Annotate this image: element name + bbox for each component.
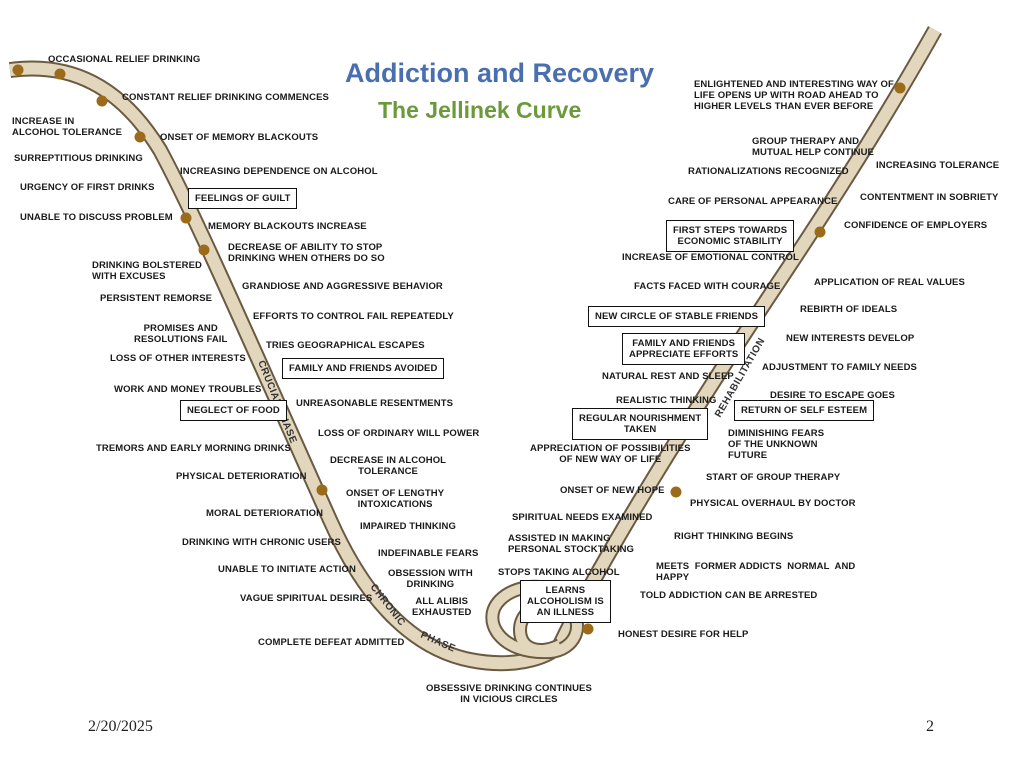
right-stage-label: NEW INTERESTS DEVELOP	[786, 333, 915, 344]
right-stage-label: NATURAL REST AND SLEEP	[602, 371, 734, 382]
left-stage-label: ALL ALIBIS EXHAUSTED	[412, 596, 472, 618]
right-stage-label: GROUP THERAPY AND MUTUAL HELP CONTINUE	[752, 136, 874, 158]
right-stage-label: START OF GROUP THERAPY	[706, 472, 841, 483]
right-stage-label: REALISTIC THINKING	[616, 395, 717, 406]
left-stage-label: EFFORTS TO CONTROL FAIL REPEATEDLY	[253, 311, 454, 322]
right-stage-label: TOLD ADDICTION CAN BE ARRESTED	[640, 590, 818, 601]
left-stage-label: LOSS OF ORDINARY WILL POWER	[318, 428, 480, 439]
right-stage-label: ASSISTED IN MAKING PERSONAL STOCKTAKING	[508, 533, 635, 555]
right-stage-label: RETURN OF SELF ESTEEM	[734, 400, 875, 421]
left-stage-label: DRINKING BOLSTERED WITH EXCUSES	[92, 260, 202, 282]
left-stage-label: FEELINGS OF GUILT	[188, 188, 298, 209]
left-stage-label: INCREASING DEPENDENCE ON ALCOHOL	[180, 166, 378, 177]
right-stage-label: PHYSICAL OVERHAUL BY DOCTOR	[690, 498, 856, 509]
right-stage-label: FAMILY AND FRIENDS APPRECIATE EFFORTS	[622, 333, 746, 365]
left-stage-label: DECREASE IN ALCOHOL TOLERANCE	[330, 455, 447, 477]
right-stage-label: RIGHT THINKING BEGINS	[674, 531, 794, 542]
phase-labels: CRUCIAL PHASE CHRONIC PHASE REHABILITATI…	[255, 336, 767, 655]
right-stage-label: INCREASING TOLERANCE	[876, 160, 1000, 171]
right-stage-label: NEW CIRCLE OF STABLE FRIENDS	[588, 306, 766, 327]
curve-dot	[894, 82, 906, 94]
left-stage-label: ONSET OF LENGTHY INTOXICATIONS	[346, 488, 445, 510]
right-stage-label: REGULAR NOURISHMENT TAKEN	[572, 408, 709, 440]
left-stage-label: DECREASE OF ABILITY TO STOP DRINKING WHE…	[228, 242, 385, 264]
right-stage-label: ONSET OF NEW HOPE	[560, 485, 665, 496]
left-stage-label: UNABLE TO DISCUSS PROBLEM	[20, 212, 173, 223]
left-stage-label: VAGUE SPIRITUAL DESIRES	[240, 593, 373, 604]
right-stage-label: ENLIGHTENED AND INTERESTING WAY OF LIFE …	[694, 79, 894, 112]
left-stage-label: CONSTANT RELIEF DRINKING COMMENCES	[122, 92, 329, 103]
curve-dot	[814, 226, 826, 238]
left-stage-label: DRINKING WITH CHRONIC USERS	[182, 537, 341, 548]
left-stage-label: URGENCY OF FIRST DRINKS	[20, 182, 155, 193]
left-stage-label: IMPAIRED THINKING	[360, 521, 456, 532]
left-stage-label: FAMILY AND FRIENDS AVOIDED	[282, 358, 445, 379]
left-stage-label: ONSET OF MEMORY BLACKOUTS	[160, 132, 319, 143]
left-stage-label: SURREPTITIOUS DRINKING	[14, 153, 143, 164]
left-stage-label: UNREASONABLE RESENTMENTS	[296, 398, 454, 409]
left-stage-label: LOSS OF OTHER INTERESTS	[110, 353, 246, 364]
curve-dot	[670, 486, 682, 498]
curve-dot	[316, 484, 328, 496]
curve-dots	[12, 64, 906, 635]
curve-dot	[12, 64, 24, 76]
right-stage-label: CARE OF PERSONAL APPEARANCE	[668, 196, 838, 207]
right-stage-label: ADJUSTMENT TO FAMILY NEEDS	[762, 362, 917, 373]
left-stage-label: MEMORY BLACKOUTS INCREASE	[208, 221, 367, 232]
curve-dot	[198, 244, 210, 256]
curve-dot	[582, 623, 594, 635]
curve-dot	[180, 212, 192, 224]
subtitle: The Jellinek Curve	[378, 97, 582, 123]
left-stage-label: MORAL DETERIORATION	[206, 508, 324, 519]
footer-date: 2/20/2025	[88, 718, 153, 735]
left-stage-label: INCREASE IN ALCOHOL TOLERANCE	[12, 116, 123, 138]
right-stage-label: CONFIDENCE OF EMPLOYERS	[844, 220, 988, 231]
right-stage-label: FIRST STEPS TOWARDS ECONOMIC STABILITY	[666, 220, 795, 252]
left-stage-label: COMPLETE DEFEAT ADMITTED	[258, 637, 405, 648]
left-stage-label: UNABLE TO INITIATE ACTION	[218, 564, 356, 575]
right-stage-label: STOPS TAKING ALCOHOL	[498, 567, 620, 578]
left-stage-label: WORK AND MONEY TROUBLES	[114, 384, 262, 395]
left-stage-label: PERSISTENT REMORSE	[100, 293, 213, 304]
right-stage-label: HONEST DESIRE FOR HELP	[618, 629, 749, 640]
left-stage-label: INDEFINABLE FEARS	[378, 548, 479, 559]
right-stage-label: REBIRTH OF IDEALS	[800, 304, 898, 315]
curve-dot	[134, 131, 146, 143]
left-stage-label: TRIES GEOGRAPHICAL ESCAPES	[266, 340, 425, 351]
right-stage-label: APPLICATION OF REAL VALUES	[814, 277, 965, 288]
left-stage-label: OCCASIONAL RELIEF DRINKING	[48, 54, 201, 65]
left-stage-label: GRANDIOSE AND AGGRESSIVE BEHAVIOR	[242, 281, 443, 292]
curve-dot	[96, 95, 108, 107]
curve-road	[8, 26, 942, 672]
right-stage-label: FACTS FACED WITH COURAGE	[634, 281, 781, 292]
right-stage-label: CONTENTMENT IN SOBRIETY	[860, 192, 999, 203]
title: Addiction and Recovery	[345, 58, 655, 88]
page-number: 2	[926, 718, 934, 735]
left-stage-label: NEGLECT OF FOOD	[180, 400, 287, 421]
left-stage-label: PHYSICAL DETERIORATION	[176, 471, 307, 482]
left-stage-label: TREMORS AND EARLY MORNING DRINKS	[96, 443, 291, 454]
right-stage-label: APPRECIATION OF POSSIBILITIES OF NEW WAY…	[530, 443, 691, 465]
left-stage-label: PROMISES AND RESOLUTIONS FAIL	[134, 323, 228, 345]
right-stage-label: MEETS FORMER ADDICTS NORMAL AND HAPPY	[656, 561, 856, 583]
right-stage-label: RATIONALIZATIONS RECOGNIZED	[688, 166, 849, 177]
curve-dot	[54, 68, 66, 80]
right-stage-label: SPIRITUAL NEEDS EXAMINED	[512, 512, 653, 523]
left-stage-label: OBSESSIVE DRINKING CONTINUES IN VICIOUS …	[426, 683, 592, 705]
right-stage-label: DESIRE TO ESCAPE GOES	[770, 390, 895, 401]
left-stage-label: OBSESSION WITH DRINKING	[388, 568, 473, 590]
right-stage-label: DIMINISHING FEARS OF THE UNKNOWN FUTURE	[728, 428, 825, 461]
right-stage-label: LEARNS ALCOHOLISM IS AN ILLNESS	[520, 580, 611, 623]
right-stage-label: INCREASE OF EMOTIONAL CONTROL	[622, 252, 799, 263]
